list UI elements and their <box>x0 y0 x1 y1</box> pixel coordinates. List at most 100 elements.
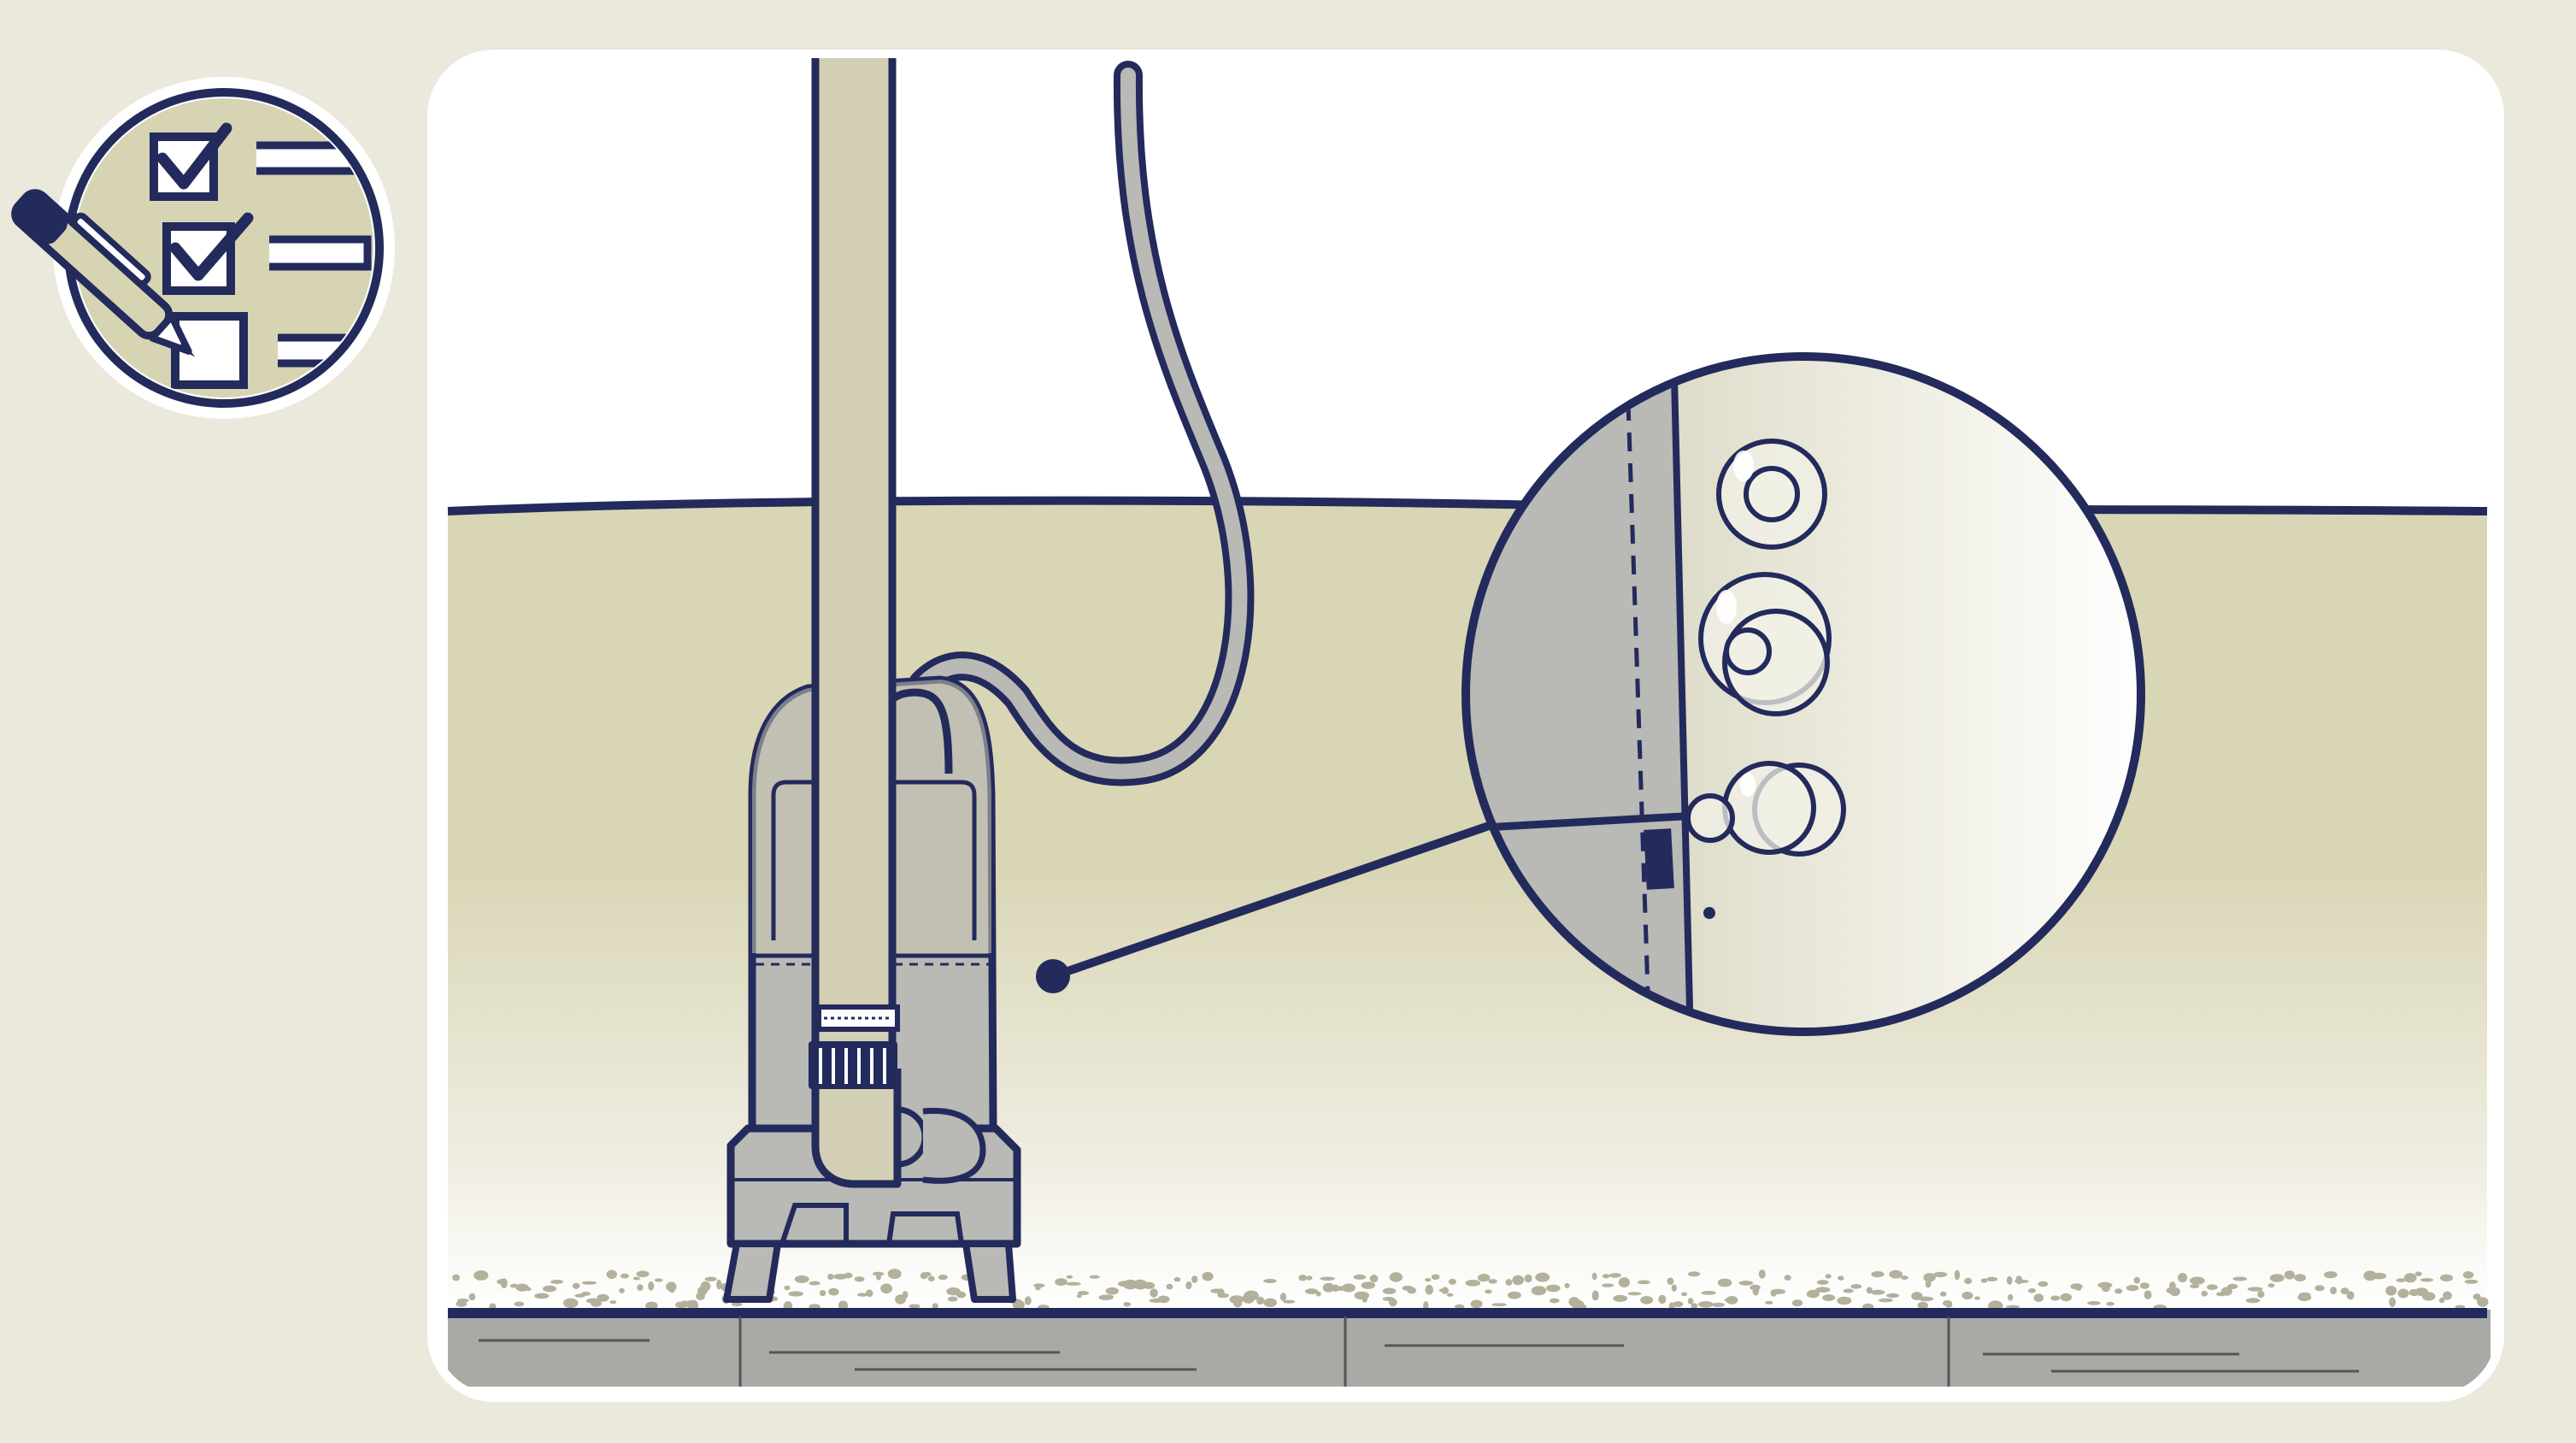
gravel-pebble <box>2473 1293 2481 1300</box>
gravel-pebble <box>1825 1274 1832 1279</box>
gravel-pebble <box>620 1273 630 1279</box>
gravel-pebble <box>1256 1296 1265 1305</box>
gravel-pebble <box>1217 1293 1230 1299</box>
gravel-pebble <box>920 1272 928 1280</box>
gravel-pebble <box>562 1298 579 1309</box>
gravel-pebble <box>1425 1278 1432 1282</box>
gravel-pebble <box>1618 1277 1630 1288</box>
gravel-pebble <box>1886 1293 1899 1299</box>
gravel-pebble <box>456 1299 469 1303</box>
gravel-pebble <box>1870 1289 1885 1295</box>
gravel-pebble <box>1263 1298 1277 1308</box>
gravel-pebble <box>2330 1287 2338 1295</box>
gravel-pebble <box>716 1279 722 1290</box>
gravel-pebble <box>938 1274 948 1281</box>
gravel-pebble <box>1512 1275 1525 1286</box>
gravel-pebble <box>1306 1275 1313 1281</box>
gravel-pebble <box>1166 1283 1173 1290</box>
gravel-pebble <box>865 1289 873 1298</box>
gravel-pebble <box>1531 1286 1547 1296</box>
gravel-pebble <box>1687 1298 1694 1305</box>
gravel-pebble <box>1244 1290 1259 1301</box>
gravel-pebble <box>1431 1274 1440 1281</box>
gravel-pebble <box>902 1291 909 1299</box>
gravel-pebble <box>636 1270 650 1278</box>
gravel-pebble <box>2438 1297 2445 1304</box>
gravel-pebble <box>2139 1282 2150 1289</box>
gravel-pebble <box>1066 1275 1073 1279</box>
gravel-pebble <box>788 1291 803 1297</box>
gravel-pebble <box>2126 1285 2139 1292</box>
gravel-pebble <box>1673 1301 1684 1308</box>
gravel-pebble <box>1564 1282 1570 1288</box>
gravel-pebble <box>645 1301 658 1310</box>
gravel-pebble <box>2396 1278 2406 1282</box>
gravel-pebble <box>2232 1276 2248 1281</box>
gravel-pebble <box>1505 1279 1513 1286</box>
gravel-pebble <box>1671 1284 1677 1292</box>
gravel-pebble <box>1076 1294 1082 1299</box>
gravel-pebble <box>2102 1284 2110 1293</box>
gravel-pebble <box>2207 1284 2218 1290</box>
floor <box>448 1308 2491 1387</box>
gravel-pebble <box>1382 1287 1397 1294</box>
gravel-pebble <box>1784 1275 1791 1281</box>
gravel-pebble <box>468 1293 476 1301</box>
gravel-pebble <box>1837 1296 1852 1305</box>
gravel-pebble <box>1724 1298 1738 1303</box>
gravel-pebble <box>1546 1284 1561 1293</box>
gravel-pebble <box>525 1287 532 1292</box>
gravel-pebble <box>2201 1290 2208 1297</box>
gravel-pebble <box>1701 1291 1716 1295</box>
gravel-pebble <box>654 1278 663 1282</box>
gravel-pebble <box>648 1281 655 1291</box>
checkbox-3 <box>171 312 248 389</box>
gravel-pebble <box>1448 1278 1456 1285</box>
gravel-pebble <box>1485 1289 1492 1294</box>
callout-anchor-dot <box>1036 959 1070 993</box>
gravel-pebble <box>1320 1276 1335 1281</box>
pump-foot-right <box>962 1240 1016 1303</box>
gravel-pebble <box>2114 1288 2123 1294</box>
gravel-pebble <box>1035 1283 1041 1291</box>
gravel-pebble <box>731 1302 743 1307</box>
gravel-pebble <box>1878 1298 1893 1303</box>
gravel-pebble <box>1024 1296 1032 1305</box>
gravel-pebble <box>1550 1298 1560 1304</box>
gravel-pebble <box>1012 1299 1025 1310</box>
gravel-pebble <box>1361 1281 1376 1289</box>
gravel-pebble <box>2144 1290 2152 1299</box>
pump-foot-left <box>723 1240 781 1303</box>
gravel-pebble <box>2216 1292 2226 1297</box>
gravel-pebble <box>2008 1293 2014 1301</box>
gravel-pebble <box>1322 1282 1335 1293</box>
gravel-pebble <box>2106 1301 2114 1306</box>
gravel-pebble <box>809 1281 820 1286</box>
gravel-pebble <box>1089 1275 1100 1279</box>
gravel-pebble <box>827 1274 834 1280</box>
gravel-pebble <box>887 1269 902 1280</box>
gravel-pebble <box>1425 1285 1433 1295</box>
gravel-pebble <box>1791 1299 1803 1307</box>
checkmark-1-icon <box>156 122 232 190</box>
gravel-pebble <box>1770 1288 1786 1294</box>
gravel-pebble <box>1389 1272 1403 1282</box>
gravel-pebble <box>2245 1298 2261 1304</box>
gravel-pebble <box>1681 1292 1688 1297</box>
gravel-pebble <box>1362 1296 1367 1303</box>
gravel-pebble <box>1843 1288 1854 1293</box>
gravel-pebble <box>947 1296 958 1302</box>
gravel-pebble <box>1815 1287 1831 1293</box>
gravel-pebble <box>1283 1299 1296 1304</box>
gravel-pebble <box>2284 1270 2296 1280</box>
gravel-pebble <box>2314 1285 2325 1292</box>
gravel-pebble <box>2389 1297 2397 1307</box>
detail-callout <box>1461 352 2145 1036</box>
gravel-pebble <box>2006 1305 2020 1309</box>
gravel-pebble <box>2462 1271 2474 1279</box>
pen-icon <box>11 189 196 357</box>
gravel-pebble <box>872 1271 885 1276</box>
gravel-pebble <box>784 1285 791 1291</box>
gravel-pebble <box>1917 1301 1928 1310</box>
gravel-pebble <box>581 1281 597 1285</box>
